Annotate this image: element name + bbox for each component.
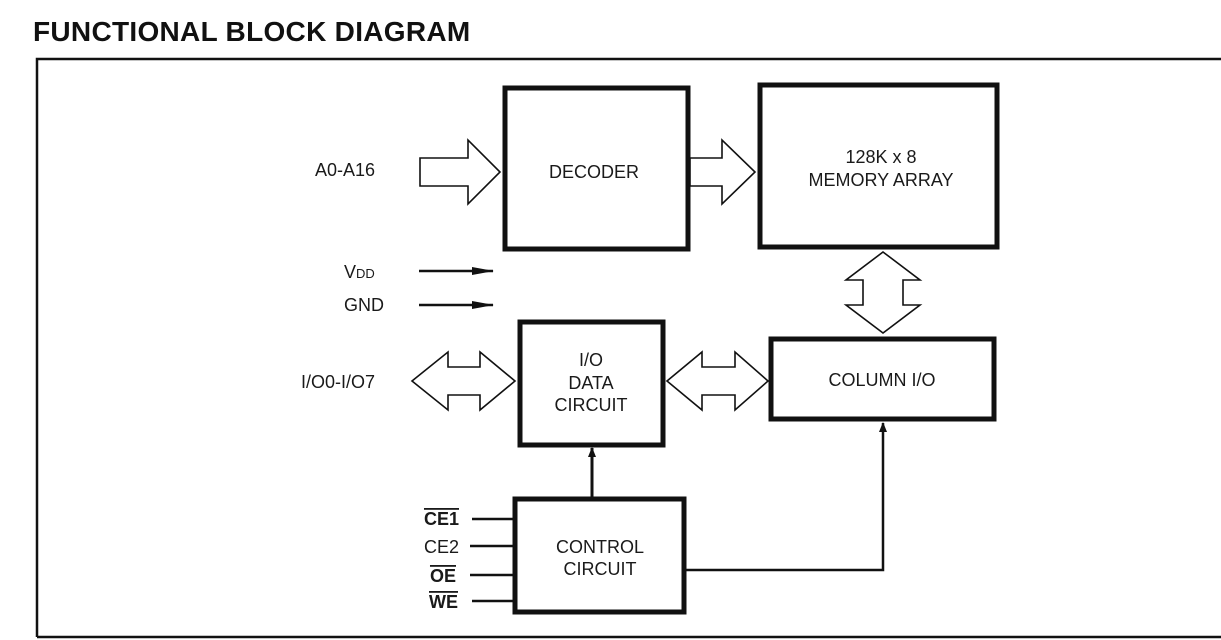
memory-array-block bbox=[757, 82, 1000, 250]
decoder-block bbox=[502, 85, 691, 252]
diagram-title: FUNCTIONAL BLOCK DIAGRAM bbox=[33, 16, 471, 47]
io-data-circuit-block bbox=[517, 319, 666, 448]
memory-size-label: 128K x 8 bbox=[845, 147, 916, 167]
control-to-column-arrow bbox=[686, 422, 887, 572]
ce2-label: CE2 bbox=[424, 537, 459, 557]
decoder-to-memory-arrow bbox=[689, 138, 757, 206]
oe-label: OE bbox=[430, 566, 456, 586]
address-bus-arrow bbox=[419, 138, 502, 206]
we-label: WE bbox=[429, 592, 458, 612]
control-label-line2: CIRCUIT bbox=[564, 559, 637, 579]
vdd-label: VDD bbox=[344, 262, 375, 282]
io-label-line3: CIRCUIT bbox=[555, 395, 628, 415]
io-bus-label: I/O0-I/O7 bbox=[301, 372, 375, 392]
vdd-subscript: DD bbox=[356, 266, 375, 281]
memory-array-label: MEMORY ARRAY bbox=[808, 170, 953, 190]
column-io-label: COLUMN I/O bbox=[828, 370, 935, 390]
decoder-label: DECODER bbox=[549, 162, 639, 182]
vdd-main: V bbox=[344, 262, 356, 282]
address-label: A0-A16 bbox=[315, 160, 375, 180]
io-label-line1: I/O bbox=[579, 350, 603, 370]
control-label-line1: CONTROL bbox=[556, 537, 644, 557]
control-circuit-block bbox=[512, 496, 687, 615]
memory-column-bidirectional-arrow bbox=[843, 250, 923, 335]
diagram-frame bbox=[35, 57, 1221, 637]
io-bus-bidirectional-arrow bbox=[410, 350, 517, 412]
ce1-label: CE1 bbox=[424, 509, 459, 529]
column-io-block bbox=[768, 336, 997, 422]
io-column-bidirectional-arrow bbox=[665, 350, 770, 412]
gnd-label: GND bbox=[344, 295, 384, 315]
io-label-line2: DATA bbox=[568, 373, 613, 393]
